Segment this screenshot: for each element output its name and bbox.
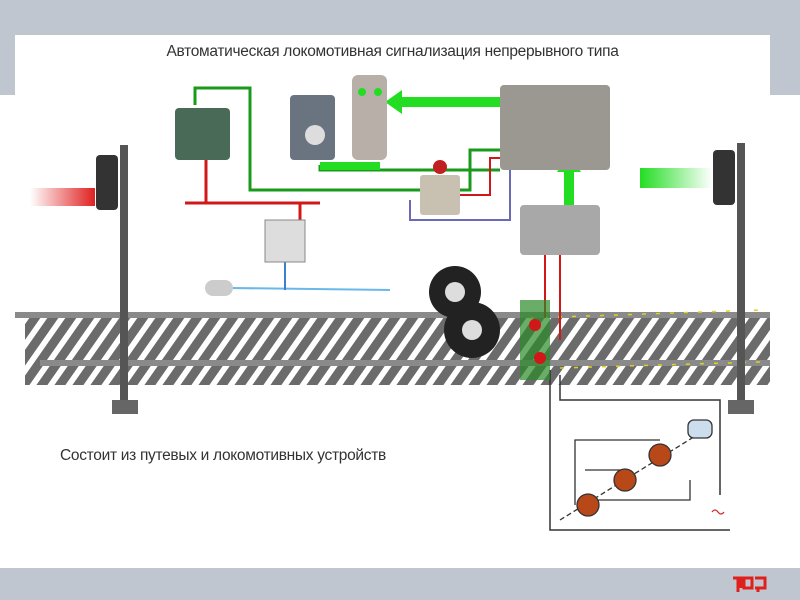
locomotive-signal [352, 75, 387, 160]
coder-motor [687, 419, 713, 439]
schematic-wire [574, 439, 660, 505]
arrow-shaft [564, 170, 574, 230]
arrow-shaft [400, 97, 500, 107]
schematic-wire [549, 370, 730, 531]
arrow-left-icon [385, 90, 402, 114]
coder-cam [576, 493, 600, 517]
rzd-logo [733, 576, 767, 592]
title-box: Автоматическая локомотивная сигнализация… [15, 35, 770, 100]
footer-band [0, 568, 800, 600]
speedometer-dial [305, 125, 325, 145]
right-signal-green [640, 143, 754, 414]
locomotive-devices [175, 75, 610, 380]
signal-mast [737, 143, 745, 405]
track-sleepers [25, 315, 770, 385]
receiver-coil [534, 352, 546, 364]
signal-head [96, 155, 118, 210]
schematic-wire [590, 480, 691, 501]
decoder-unit [175, 108, 230, 160]
air-reservoir [205, 280, 233, 296]
ac-source-icon [711, 509, 725, 515]
red-light-beam [30, 188, 95, 206]
signal-mast [120, 145, 128, 407]
slide-caption: Состоит из путевых и локомотивных устрой… [60, 447, 386, 464]
green-wire [248, 120, 420, 192]
track-coder-schematic [559, 419, 725, 521]
green-light-beam [640, 168, 712, 188]
rail-far [15, 312, 770, 318]
wheel-hub [462, 320, 482, 340]
green-wire [193, 86, 252, 120]
track-current-far [529, 309, 761, 319]
cab-signal-lamp [358, 88, 366, 96]
receiver-coil [529, 319, 541, 331]
vigilance-button [420, 175, 460, 215]
wheel-hub [445, 282, 465, 302]
alsn-amplifier-box [500, 85, 610, 170]
vigilance-button-cap [433, 160, 447, 174]
air-pipe [229, 287, 391, 291]
cab-signal-lamp [374, 88, 382, 96]
filter-box [520, 205, 600, 255]
signal-base [112, 400, 138, 414]
slide-title: Автоматическая локомотивная сигнализация… [166, 43, 619, 60]
signal-head [713, 150, 735, 205]
receiver-coils [520, 300, 550, 380]
schematic-wire [559, 375, 721, 495]
coder-cam [648, 443, 672, 467]
arrow-shaft [320, 162, 380, 170]
rail-near [40, 360, 770, 366]
signal-base [728, 400, 754, 414]
railway-track [15, 309, 770, 385]
left-signal-red [30, 145, 138, 414]
coder-cam [613, 468, 637, 492]
track-current-near [559, 361, 761, 369]
brake-valve [264, 219, 306, 263]
